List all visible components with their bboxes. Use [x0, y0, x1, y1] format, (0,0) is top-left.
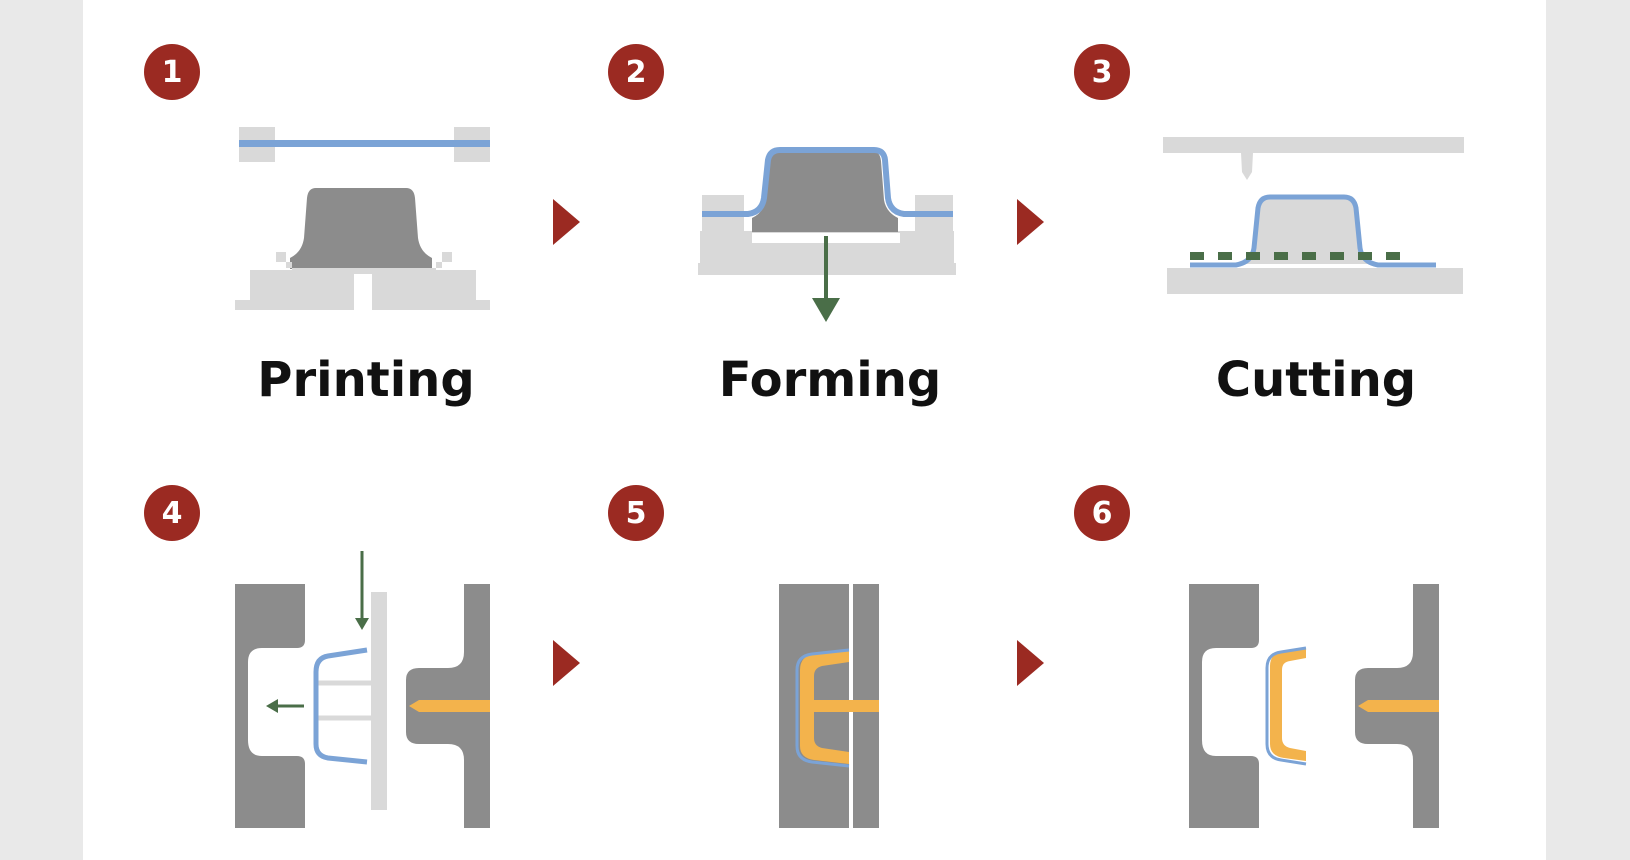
step-5-figure: [779, 584, 879, 828]
printing-figure: [235, 127, 490, 310]
step-2-label: Forming: [718, 352, 942, 408]
left-mold-open: [1189, 584, 1259, 828]
left-mold: [235, 584, 305, 828]
cut-core: [1240, 198, 1374, 264]
step-6-badge: 6: [1074, 485, 1130, 541]
cutting-base: [1167, 268, 1463, 294]
step-1-badge: 1: [144, 44, 200, 100]
step-3-label: Cutting: [1215, 352, 1417, 408]
formed-core: [752, 151, 898, 232]
base-left-foot: [235, 300, 354, 310]
finished-part-film: [1265, 646, 1307, 766]
finished-part-resin: [1270, 648, 1306, 761]
molded-part-film: [795, 648, 850, 768]
cutting-figure: [1163, 137, 1464, 294]
cutter-bar: [1163, 137, 1464, 153]
step-arrow-icon: [1017, 199, 1044, 245]
core-base: [276, 252, 452, 274]
forming-core: [290, 188, 432, 269]
step-5-badge: 5: [608, 485, 664, 541]
step-arrow-icon: [1017, 640, 1044, 686]
step-arrow-icon: [553, 640, 580, 686]
formed-film: [702, 147, 953, 217]
step-6-figure: [1189, 584, 1439, 828]
step-4-figure: [235, 551, 490, 828]
resin-gate-open: [1358, 700, 1439, 712]
base-right-foot: [372, 300, 490, 310]
left-arrow-icon: [266, 699, 278, 713]
down-arrow-icon: [812, 298, 840, 322]
flat-film: [239, 140, 490, 147]
down-arrow-icon: [355, 618, 369, 630]
film-carrier: [371, 592, 387, 810]
step-2-badge: 2: [608, 44, 664, 100]
step-arrow-icon: [553, 199, 580, 245]
molded-part-resin: [800, 650, 879, 764]
resin-gate: [409, 700, 490, 712]
step-4-badge: 4: [144, 485, 200, 541]
step-3-badge: 3: [1074, 44, 1130, 100]
film-piece: [313, 647, 368, 765]
cutter-blade: [1241, 153, 1253, 180]
step-1-label: Printing: [257, 352, 475, 408]
forming-figure: [698, 147, 956, 322]
